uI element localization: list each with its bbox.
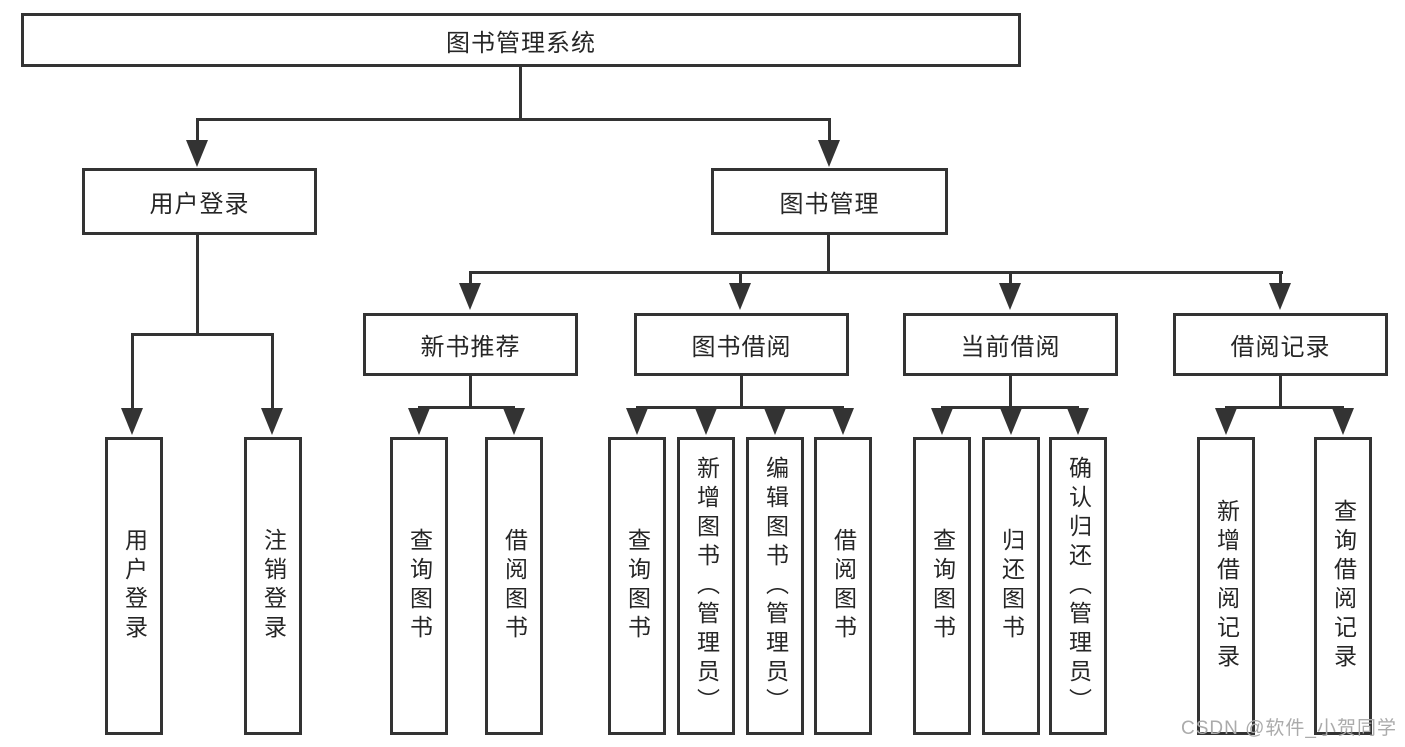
csdn-watermark: CSDN @软件_小贺同学 [1181, 718, 1397, 739]
connector-book-mgmt-drop [828, 118, 831, 144]
arrow-down-icon [1000, 408, 1022, 435]
node-root: 图书管理系统 [21, 13, 1021, 67]
node-logout-leaf: 注销登录 [244, 437, 302, 735]
node-current-borrow: 当前借阅 [903, 313, 1118, 376]
connector-l2-drop [469, 271, 472, 287]
arrow-down-icon [186, 140, 208, 167]
connector-groupA-hline [418, 406, 515, 409]
connector-user-child1-drop [131, 333, 134, 411]
arrow-down-icon [999, 283, 1021, 310]
connector-groupB-stem [740, 376, 743, 409]
arrow-down-icon [832, 408, 854, 435]
node-borrow-books-leaf: 借阅图书 [814, 437, 872, 735]
arrow-down-icon [931, 408, 953, 435]
node-new-book-recommend: 新书推荐 [363, 313, 578, 376]
node-book-borrow: 图书借阅 [634, 313, 849, 376]
node-label: 用户登录 [121, 528, 148, 644]
connector-book-hline [469, 271, 1283, 274]
node-label: 借阅图书 [501, 528, 528, 644]
arrow-down-icon [818, 140, 840, 167]
arrow-down-icon [626, 408, 648, 435]
node-label: 查询图书 [406, 528, 433, 644]
node-query-books-leaf: 查询图书 [390, 437, 448, 735]
node-add-books-admin-leaf: 新增图书（管理员） [677, 437, 735, 735]
arrow-down-icon [695, 408, 717, 435]
connector-l2-drop [1279, 271, 1282, 287]
arrow-down-icon [261, 408, 283, 435]
node-label: 借阅图书 [830, 528, 857, 644]
node-label: 编辑图书（管理员） [762, 455, 789, 717]
connector-groupC-stem [1009, 376, 1012, 409]
arrow-down-icon [121, 408, 143, 435]
connector-groupC-hline [941, 406, 1079, 409]
connector-book-stem [827, 235, 830, 274]
arrow-down-icon [1215, 408, 1237, 435]
connector-groupA-stem [469, 376, 472, 409]
connector-l2-drop [739, 271, 742, 287]
arrow-down-icon [764, 408, 786, 435]
connector-user-child2-drop [271, 333, 274, 411]
connector-l2-drop [1009, 271, 1012, 287]
node-edit-books-admin-leaf: 编辑图书（管理员） [746, 437, 804, 735]
node-confirm-return-admin-leaf: 确认归还（管理员） [1049, 437, 1107, 735]
arrow-down-icon [1067, 408, 1089, 435]
connector-user-login-drop [196, 118, 199, 144]
node-label: 新增图书（管理员） [693, 455, 720, 717]
arrow-down-icon [503, 408, 525, 435]
connector-user-hline [131, 333, 274, 336]
arrow-down-icon [1269, 283, 1291, 310]
connector-groupD-stem [1279, 376, 1282, 409]
node-query-books-leaf: 查询图书 [608, 437, 666, 735]
node-query-borrow-record-leaf: 查询借阅记录 [1314, 437, 1372, 735]
node-label: 新增借阅记录 [1213, 499, 1240, 673]
connector-root-stem [519, 65, 522, 121]
node-book-management: 图书管理 [711, 168, 948, 235]
arrow-down-icon [459, 283, 481, 310]
arrow-down-icon [729, 283, 751, 310]
node-label: 查询图书 [929, 528, 956, 644]
connector-root-hline [196, 118, 831, 121]
node-label: 归还图书 [998, 528, 1025, 644]
connector-groupB-hline [636, 406, 844, 409]
node-query-books-leaf: 查询图书 [913, 437, 971, 735]
connector-groupD-hline [1225, 406, 1344, 409]
arrow-down-icon [408, 408, 430, 435]
node-user-login: 用户登录 [82, 168, 317, 235]
connector-user-stem [196, 235, 199, 336]
node-label: 查询图书 [624, 528, 651, 644]
node-label: 确认归还（管理员） [1065, 455, 1092, 717]
node-label: 查询借阅记录 [1330, 499, 1357, 673]
node-borrow-records: 借阅记录 [1173, 313, 1388, 376]
node-add-borrow-record-leaf: 新增借阅记录 [1197, 437, 1255, 735]
node-label: 注销登录 [260, 528, 287, 644]
node-return-books-leaf: 归还图书 [982, 437, 1040, 735]
node-borrow-books-leaf: 借阅图书 [485, 437, 543, 735]
node-user-login-leaf: 用户登录 [105, 437, 163, 735]
arrow-down-icon [1332, 408, 1354, 435]
